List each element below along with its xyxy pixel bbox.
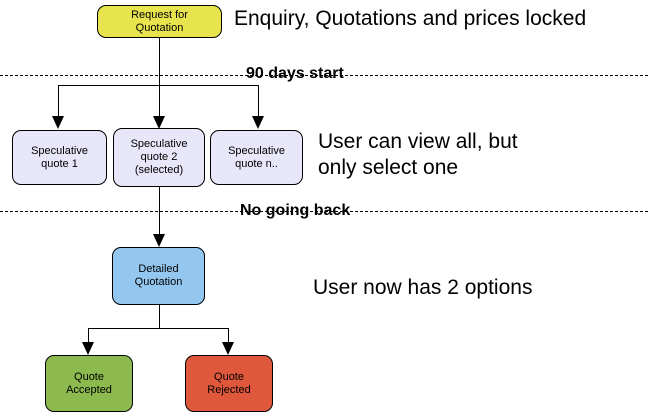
- node-speculative-quote-1: Speculative quote 1: [12, 130, 107, 185]
- node-speculative-quote-2-selected: Speculative quote 2 (selected): [113, 128, 205, 187]
- node-label: (selected): [134, 164, 184, 176]
- node-label: Request for: [131, 8, 188, 21]
- annotation-line: only select one: [318, 156, 459, 179]
- connector-line: [258, 85, 259, 116]
- connector-line: [159, 305, 160, 328]
- node-speculative-quote-n: Speculative quote n..: [210, 130, 303, 185]
- node-label: Quotation: [135, 21, 184, 34]
- annotation-user-has-2-options: User now has 2 options: [313, 276, 533, 299]
- node-request-for-quotation: Request for Quotation: [97, 5, 222, 38]
- node-label: Quote: [214, 370, 244, 383]
- connector-line: [88, 328, 89, 342]
- node-label: Quotation: [134, 276, 183, 288]
- annotation-no-going-back: No going back: [240, 202, 351, 219]
- phase-divider-line-1: [0, 75, 648, 76]
- node-label: quote 2: [140, 151, 178, 163]
- connector-line: [159, 38, 160, 85]
- connector-line: [159, 85, 160, 116]
- node-detailed-quotation: Detailed Quotation: [112, 247, 205, 305]
- phase-divider-line-2: [0, 211, 648, 212]
- connector-line: [88, 328, 229, 329]
- arrowhead-down-icon: [222, 342, 234, 355]
- node-label: quote n..: [235, 157, 278, 170]
- connector-line: [58, 85, 259, 86]
- node-label: Rejected: [207, 383, 251, 396]
- node-label: Speculative: [130, 138, 188, 150]
- annotation-90-days-start: 90 days start: [246, 65, 344, 82]
- arrowhead-down-icon: [153, 234, 165, 247]
- node-label: Detailed: [138, 263, 179, 275]
- annotation-line: User can view all, but: [318, 130, 518, 153]
- arrowhead-down-icon: [252, 116, 264, 129]
- node-label: Speculative: [228, 144, 285, 157]
- node-quote-rejected: Quote Rejected: [185, 355, 273, 412]
- node-label: Speculative: [31, 144, 88, 157]
- annotation-enquiry-quotations-locked: Enquiry, Quotations and prices locked: [234, 7, 587, 30]
- arrowhead-down-icon: [153, 116, 165, 129]
- arrowhead-down-icon: [82, 342, 94, 355]
- connector-line: [228, 328, 229, 342]
- connector-line: [159, 187, 160, 234]
- node-label: quote 1: [41, 157, 78, 170]
- node-label: Accepted: [66, 383, 112, 396]
- arrowhead-down-icon: [52, 116, 64, 129]
- node-quote-accepted: Quote Accepted: [45, 355, 133, 412]
- connector-line: [58, 85, 59, 116]
- annotation-user-can-view-all: User can view all, but only select one: [318, 129, 518, 181]
- node-label: Quote: [74, 370, 104, 383]
